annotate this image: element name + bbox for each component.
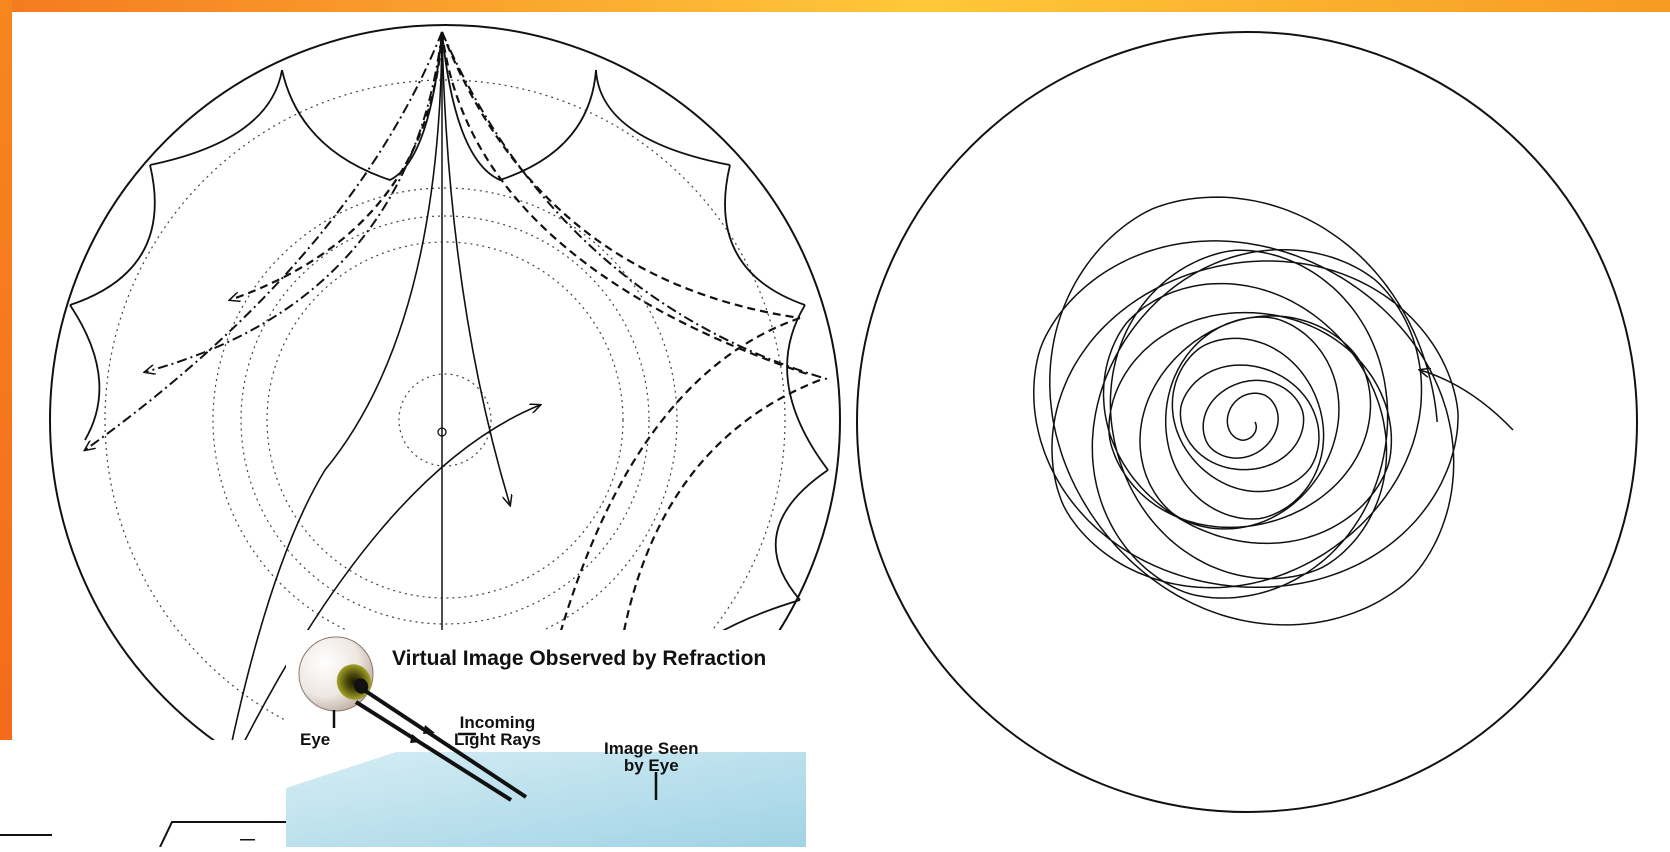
rim-cusp-arcs [69,31,829,681]
light-rays [354,688,528,802]
right-circle-diagram [856,31,1638,813]
refraction-inset: Virtual Image Observed by Refraction Eye… [286,630,806,847]
incoming-light-rays-label: Incoming Light Rays [454,713,541,749]
cropped-figure-fragment: ⎯ [0,740,286,852]
water-surface [286,752,806,847]
right-boundary-circle [856,31,1638,813]
dash-dot-trajectories [85,31,831,676]
solid-trajectories [227,31,540,761]
rosette-path [1033,196,1459,626]
image-seen-label: Image Seen by Eye [604,739,699,775]
eye-label: Eye [300,730,331,749]
dotted-guide-circles [104,79,786,761]
dashed-trajectories [230,31,821,691]
inset-title: Virtual Image Observed by Refraction [392,647,767,670]
entry-arrow [1420,370,1514,431]
rosette-spiral [1033,196,1459,626]
eyeball-icon [298,636,374,712]
svg-text:⎯: ⎯ [240,821,255,847]
